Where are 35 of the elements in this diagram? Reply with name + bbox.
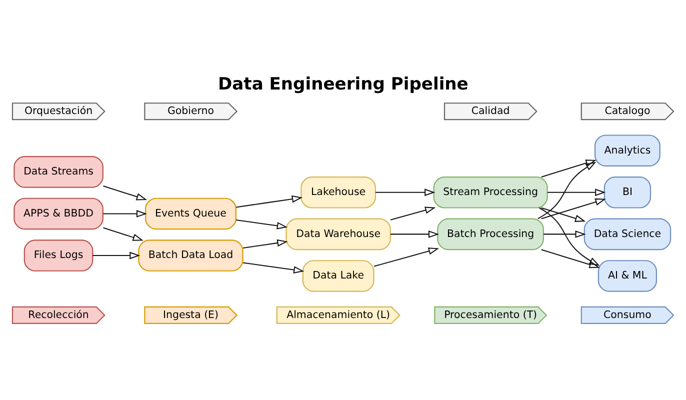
diagram-title: Data Engineering Pipeline <box>218 74 468 94</box>
arrow <box>541 248 600 268</box>
arrow <box>374 247 440 266</box>
arrow <box>236 218 288 229</box>
arrow <box>541 198 606 219</box>
arrow <box>538 161 596 219</box>
arrow <box>376 188 436 196</box>
arrow <box>103 184 147 200</box>
node-box: Files Logs <box>24 239 94 271</box>
arrow <box>548 188 606 196</box>
arrow <box>541 206 586 222</box>
arrow <box>242 238 288 248</box>
arrow <box>103 210 148 217</box>
node-box: Batch Data Load <box>138 239 244 271</box>
arrow <box>103 226 144 240</box>
node-box: Data Streams <box>14 156 104 188</box>
node-box: BI <box>604 176 652 208</box>
node-box: Analytics <box>594 134 660 166</box>
arrow <box>539 206 600 266</box>
node-box: APPS & BBDD <box>14 197 104 230</box>
node-box: Batch Processing <box>437 218 544 250</box>
arrow <box>390 206 436 220</box>
arrow <box>242 262 304 274</box>
arrow <box>236 194 303 208</box>
node-box: AI & ML <box>598 260 657 292</box>
arrow <box>92 251 140 259</box>
arrow <box>544 230 586 238</box>
arrow <box>541 159 596 177</box>
node-box: Data Warehouse <box>286 218 391 250</box>
node-box: Data Science <box>584 218 672 250</box>
arrow <box>390 230 440 238</box>
node-box: Stream Processing <box>433 176 548 208</box>
node-box: Events Queue <box>144 197 237 230</box>
node-box: Data Lake <box>302 260 374 292</box>
node-box: Lakehouse <box>300 176 376 208</box>
